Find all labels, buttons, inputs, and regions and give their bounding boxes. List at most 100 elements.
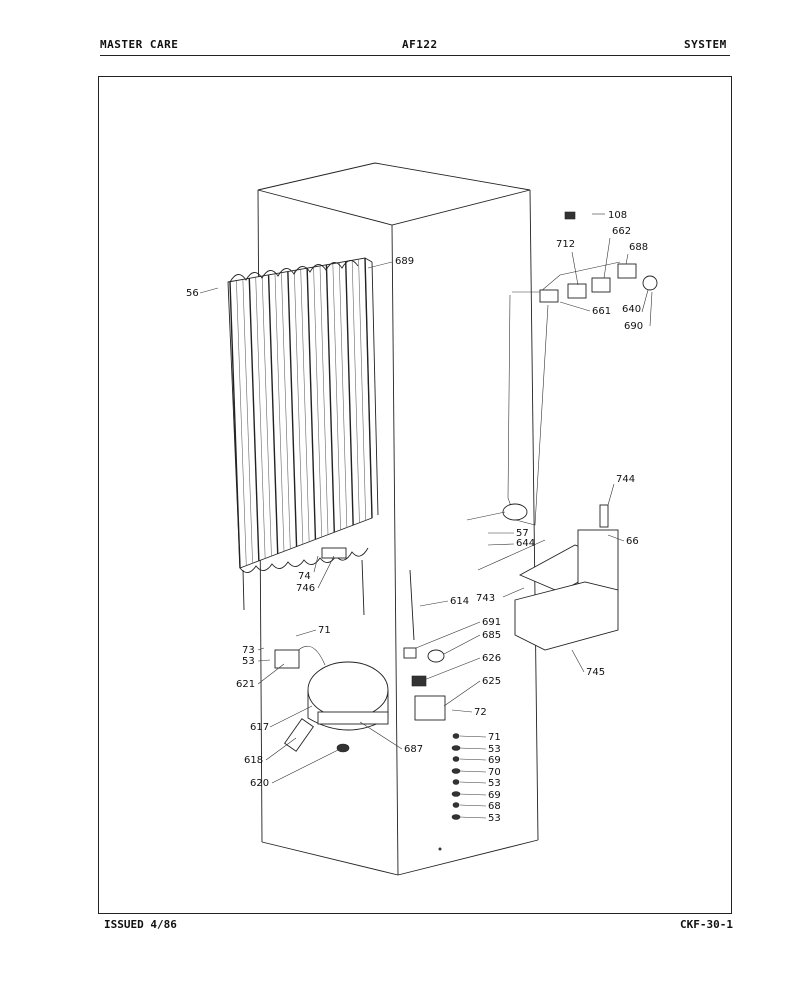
coil-fin	[255, 277, 266, 559]
part-label-p69b: 69	[488, 790, 501, 801]
coil-fin	[313, 267, 323, 538]
leader-line-p685	[443, 634, 481, 655]
part-label-p625: 625	[482, 676, 501, 687]
part-label-p72: 72	[474, 707, 487, 718]
part-label-p662: 662	[612, 226, 631, 237]
leader-line-p56	[199, 287, 219, 294]
coil-fin	[300, 269, 310, 542]
coil-fin	[293, 270, 304, 545]
leader-line-p74	[313, 555, 319, 573]
leader-line-p71a	[295, 629, 317, 637]
coil-fin	[319, 265, 329, 535]
part-label-p71b: 71	[488, 732, 501, 743]
part-label-p688: 688	[629, 242, 648, 253]
leader-line-p644	[487, 543, 515, 546]
leader-line-p618	[265, 737, 297, 761]
part-label-p57: 57	[516, 528, 529, 539]
header-brand: MASTER CARE	[100, 38, 179, 51]
part-label-p53b: 53	[488, 744, 501, 755]
part-label-p621: 621	[236, 679, 255, 690]
part-label-p66: 66	[626, 536, 639, 547]
coil-fin	[248, 278, 260, 561]
part-label-p108: 108	[608, 210, 627, 221]
part-label-p640: 640	[622, 304, 641, 315]
small-parts	[321, 547, 461, 851]
part-label-p712: 712	[556, 239, 575, 250]
header-section: SYSTEM	[684, 38, 727, 51]
hardware-washer	[451, 791, 461, 797]
leader-line-p691	[415, 621, 481, 649]
leader-line-p662	[603, 237, 611, 279]
leader-line-p625	[443, 680, 481, 707]
coil-fin	[242, 279, 253, 564]
leader-line-p72	[451, 709, 473, 713]
hardware-washer	[451, 814, 461, 820]
part-label-p53d: 53	[488, 813, 501, 824]
coil-fin	[364, 257, 373, 519]
footer-issued: ISSUED 4/86	[104, 918, 177, 931]
leader-line-p661	[559, 301, 591, 312]
part-label-p689: 689	[395, 256, 414, 267]
part-label-p685: 685	[482, 630, 501, 641]
part-label-p53c: 53	[488, 778, 501, 789]
leader-line-p69a	[459, 758, 487, 761]
leader-line-p712	[571, 251, 579, 286]
hardware-washer	[451, 745, 461, 751]
leader-line-p744	[607, 483, 615, 506]
part-label-p746: 746	[296, 583, 315, 594]
part-label-p687: 687	[404, 744, 423, 755]
leader-line-p66	[607, 534, 625, 542]
hardware-washer	[451, 768, 461, 774]
part-label-p68: 68	[488, 801, 501, 812]
evaporator-tubing	[466, 294, 549, 571]
header-rule	[100, 55, 730, 56]
leader-line-p687	[359, 721, 403, 750]
coil-fin	[274, 273, 285, 552]
part-label-p626: 626	[482, 653, 501, 664]
diagram-frame	[98, 76, 732, 914]
leader-line-p620	[271, 749, 339, 784]
leader-line-p621	[257, 663, 285, 685]
leader-line-p53b	[459, 747, 487, 750]
leader-line-p53d	[459, 816, 487, 819]
hardware-washer	[452, 733, 460, 739]
leader-line-p688	[625, 253, 629, 265]
coil-fin	[267, 275, 279, 554]
part-label-p74: 74	[298, 571, 311, 582]
coil-fin	[229, 281, 241, 569]
leader-line-p640	[641, 289, 649, 313]
coil-fin	[338, 262, 348, 528]
control-assembly	[512, 211, 658, 303]
part-label-p661: 661	[592, 306, 611, 317]
coil-fin	[325, 264, 335, 533]
leader-line-p745	[571, 649, 585, 673]
leader-line-p626	[423, 657, 481, 681]
part-label-p745: 745	[586, 667, 605, 678]
coil-fin	[236, 280, 247, 566]
leader-line-p71b	[459, 735, 487, 738]
part-label-p690: 690	[624, 321, 643, 332]
leader-line-p53c	[459, 781, 487, 784]
part-label-p73: 73	[242, 645, 255, 656]
leader-line-p69b	[459, 793, 487, 796]
part-label-p56: 56	[186, 288, 199, 299]
part-label-p620: 620	[250, 778, 269, 789]
coil-fin	[358, 259, 367, 521]
leader-line-p743	[502, 587, 525, 598]
leader-line-p690	[649, 291, 653, 327]
leader-line-p617	[269, 705, 313, 728]
coil-fin	[287, 271, 298, 547]
leader-line-p73	[257, 647, 265, 651]
part-label-p614: 614	[450, 596, 469, 607]
hardware-washer	[452, 779, 460, 785]
condenser-coil	[227, 257, 379, 616]
part-label-p617: 617	[250, 722, 269, 733]
footer-code: CKF-30-1	[680, 918, 733, 931]
part-label-p70: 70	[488, 767, 501, 778]
leader-line-p746	[317, 555, 335, 589]
leader-line-p68	[459, 804, 487, 807]
coil-fin	[332, 263, 341, 530]
part-label-p71a: 71	[318, 625, 331, 636]
hardware-washer	[452, 756, 460, 762]
